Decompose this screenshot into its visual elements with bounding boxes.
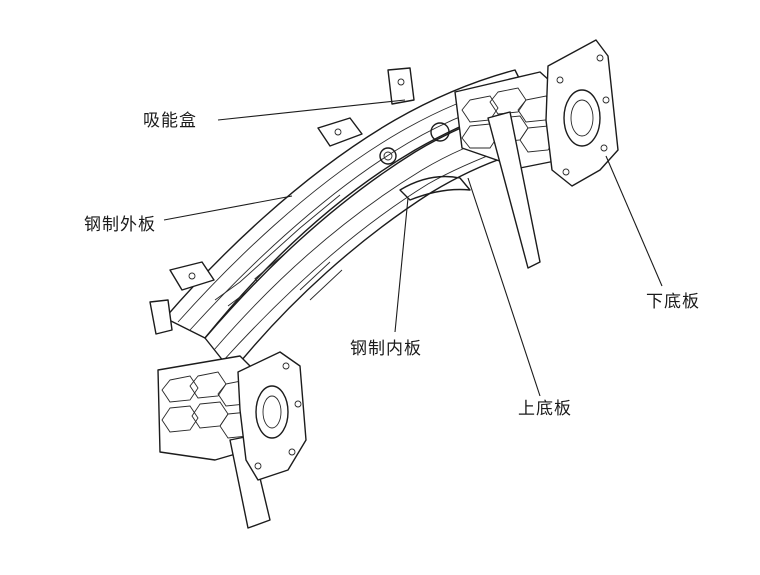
leader-outer-panel — [163, 195, 293, 221]
upper-base-plate-shape — [237, 351, 307, 481]
label-steel-inner-panel: 钢制内板 — [350, 339, 422, 359]
crash-box-left — [157, 355, 271, 529]
leader-crash-box — [217, 99, 406, 121]
leader-lines — [163, 99, 663, 397]
mounting-brackets — [149, 67, 415, 335]
leader-upper-base-plate — [467, 177, 541, 397]
label-crash-box: 吸能盒 — [143, 111, 197, 131]
leader-inner-panel — [394, 197, 409, 333]
crash-box-right — [454, 71, 561, 269]
lower-base-plate-shape — [545, 39, 619, 187]
label-steel-outer-panel: 钢制外板 — [84, 215, 156, 235]
leader-lower-base-plate — [605, 155, 663, 287]
label-lower-base-plate: 下底板 — [646, 292, 700, 312]
label-upper-base-plate: 上底板 — [518, 399, 572, 419]
